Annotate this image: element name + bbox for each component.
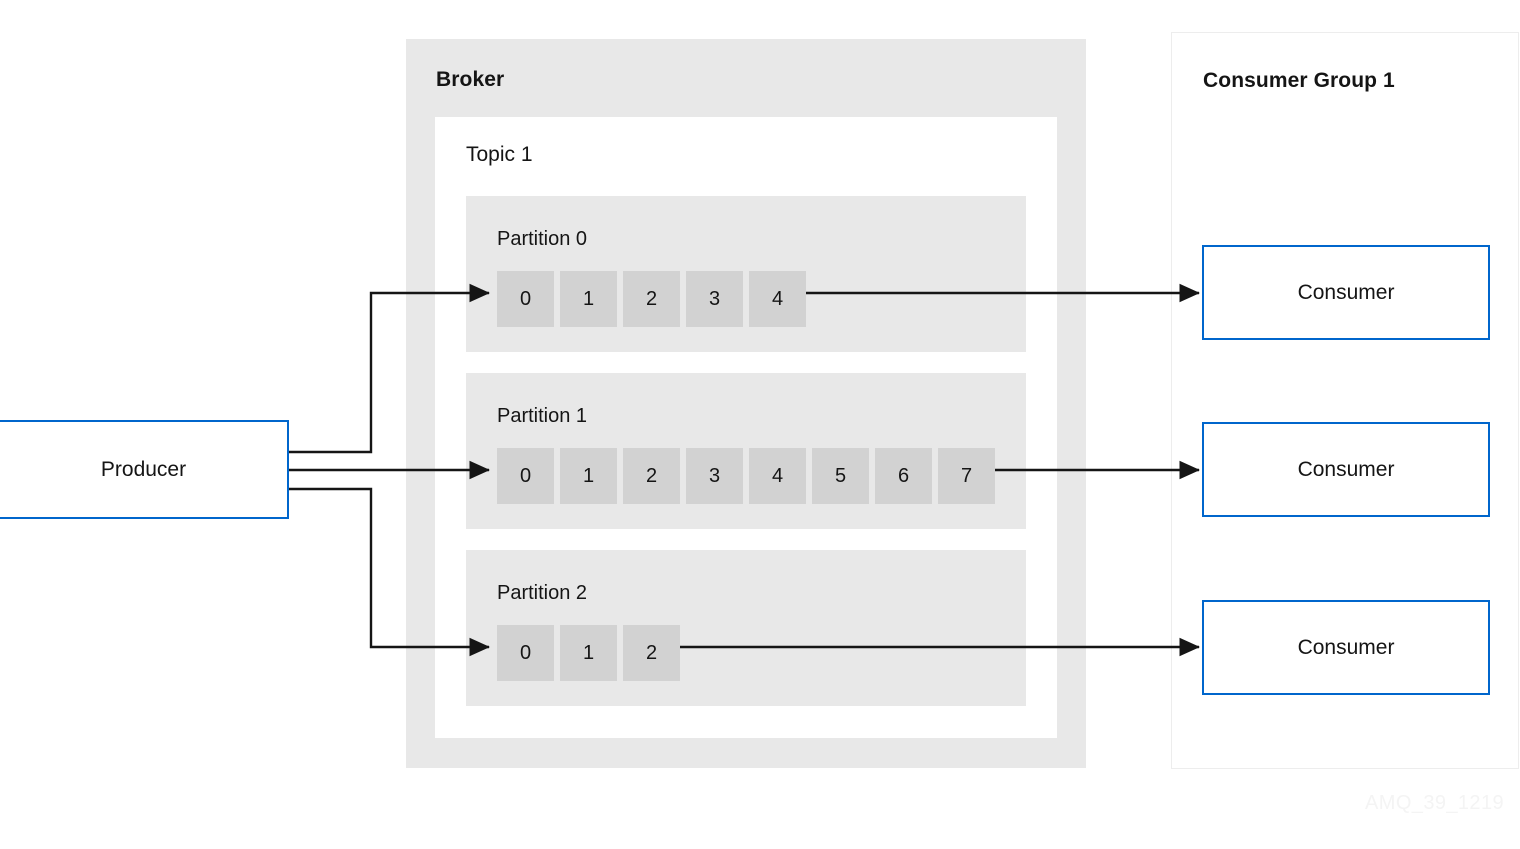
producer-box[interactable]: Producer [0, 420, 289, 519]
consumer-1[interactable]: Consumer [1202, 245, 1490, 340]
message-cell: 7 [938, 448, 995, 504]
consumer-3[interactable]: Consumer [1202, 600, 1490, 695]
partition-1-cells: 0 1 2 3 4 5 6 7 [497, 448, 995, 504]
broker-title: Broker [436, 68, 505, 91]
message-cell: 1 [560, 271, 617, 327]
message-cell: 6 [875, 448, 932, 504]
partition-2-label: Partition 2 [497, 582, 588, 604]
message-cell: 3 [686, 448, 743, 504]
partition-1: Partition 1 0 1 2 3 4 5 6 7 [466, 373, 1026, 529]
message-cell: 1 [560, 625, 617, 681]
message-cell: 0 [497, 271, 554, 327]
message-cell: 4 [749, 271, 806, 327]
topic-title: Topic 1 [466, 143, 533, 166]
message-cell: 0 [497, 448, 554, 504]
consumer-group-title: Consumer Group 1 [1203, 69, 1395, 92]
message-cell: 2 [623, 448, 680, 504]
partition-0-label: Partition 0 [497, 228, 588, 250]
message-cell: 5 [812, 448, 869, 504]
watermark: AMQ_39_1219 [1365, 792, 1504, 814]
partition-0-cells: 0 1 2 3 4 [497, 271, 806, 327]
message-cell: 3 [686, 271, 743, 327]
partition-1-label: Partition 1 [497, 405, 588, 427]
message-cell: 2 [623, 625, 680, 681]
message-cell: 2 [623, 271, 680, 327]
consumer-2[interactable]: Consumer [1202, 422, 1490, 517]
message-cell: 0 [497, 625, 554, 681]
partition-2: Partition 2 0 1 2 [466, 550, 1026, 706]
message-cell: 1 [560, 448, 617, 504]
partition-0: Partition 0 0 1 2 3 4 [466, 196, 1026, 352]
message-cell: 4 [749, 448, 806, 504]
partition-2-cells: 0 1 2 [497, 625, 680, 681]
